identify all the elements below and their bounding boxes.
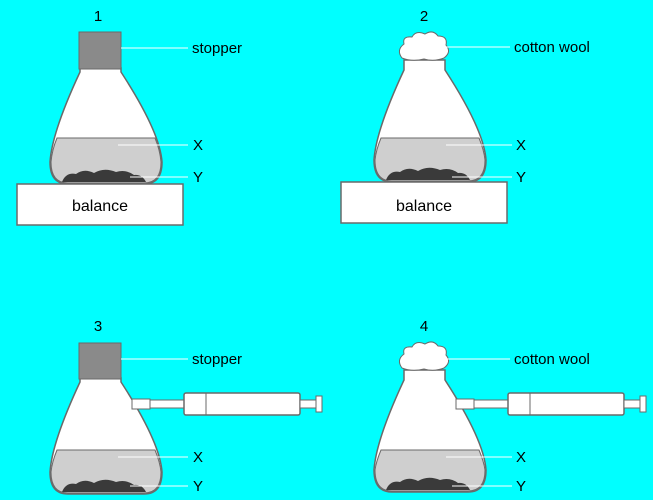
panel-4: 4 cotton wool X Y [373,318,647,495]
conical-flask [49,67,163,185]
y-label: Y [193,478,203,495]
cotton-wool [398,31,450,61]
panel-number: 4 [420,318,428,335]
conical-flask [373,59,487,183]
stopper [78,342,122,380]
panel-1: 1 balance stopper X Y [16,8,242,226]
balance: balance [340,181,508,224]
balance-label: balance [72,198,128,215]
cotton-wool [398,341,450,371]
panel-number: 3 [94,318,102,335]
stopper [78,31,122,70]
solid-y [386,167,470,180]
liquid-x [374,137,486,182]
cotton-wool-label: cotton wool [514,39,590,56]
y-label: Y [516,169,526,186]
stopper-label: stopper [192,351,242,368]
balance: balance [16,183,184,226]
conical-flask [49,377,163,495]
solid-y [62,479,146,492]
y-label: Y [516,478,526,495]
conical-flask [373,369,487,493]
liquid-x [50,449,162,494]
liquid-x [50,137,162,184]
solid-y [62,169,146,182]
cotton-wool-label: cotton wool [514,351,590,368]
stopper-label: stopper [192,40,242,57]
y-label: Y [193,169,203,186]
x-label: X [193,137,203,154]
gas-syringe [131,392,323,416]
gas-syringe [455,392,647,416]
x-label: X [516,137,526,154]
balance-label: balance [396,198,452,215]
panel-3: 3 stopper X Y [49,318,323,495]
panel-2: 2 balance cotton wool X Y [340,8,590,224]
x-label: X [516,449,526,466]
x-label: X [193,449,203,466]
panel-number: 2 [420,8,428,25]
panel-number: 1 [94,8,102,25]
solid-y [386,477,470,490]
